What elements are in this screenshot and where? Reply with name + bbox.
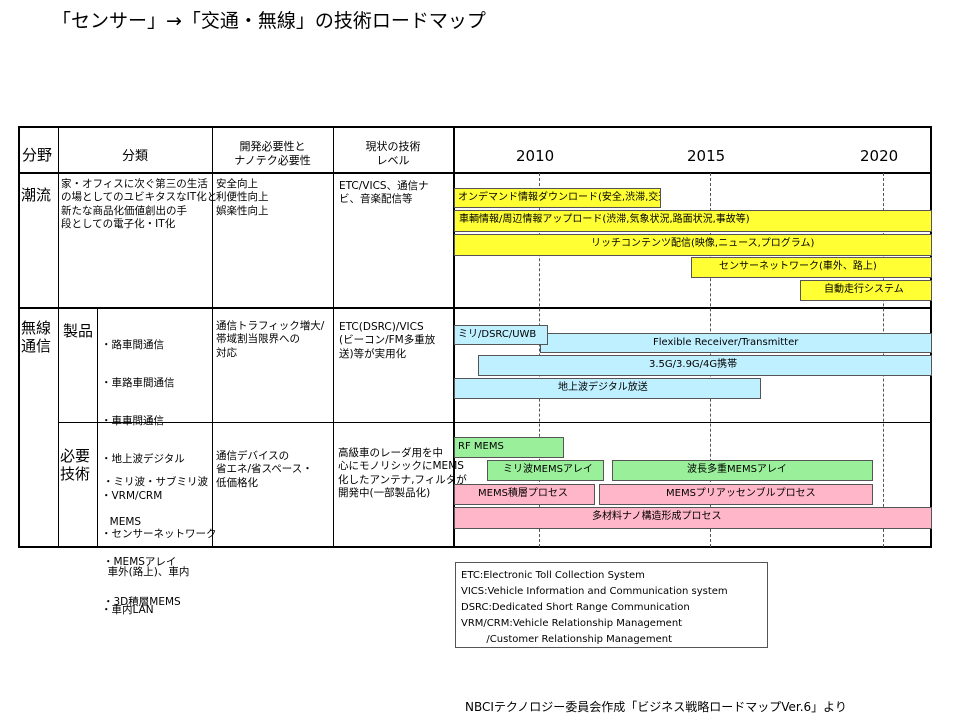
bar-milli-mems-array: ミリ波MEMSアレイ [487, 460, 604, 481]
bar-mems-preassembly-process: MEMSプリアッセンブルプロセス [599, 484, 873, 505]
bar-multi-material-nano: 多材料ナノ構造形成プロセス [454, 507, 932, 529]
products-label: 製品 [63, 322, 94, 340]
trend-category: 家・オフィスに次ぐ第三の生活 の場としてのユビキタスなIT化と 新たな商品化価値… [61, 178, 218, 231]
bar-mems-stack-process: MEMS積層プロセス [454, 484, 595, 505]
bar-milli-dsrc-uwb: ミリ/DSRC/UWB [454, 325, 548, 345]
tech-need: 通信デバイスの 省エネ/省スペース・ 低価格化 [216, 450, 313, 489]
subsection-divider-right [454, 422, 932, 423]
bar-vehicle-info-upload: 車輌情報/周辺情報アップロード(渋滞,気象状況,路面状況,事故等) [454, 210, 932, 232]
products-items: ・路車間通信 ・車路車間通信 ・車車間通信 ・地上波デジタル ・VRM/CRM … [101, 339, 217, 616]
header-field: 分野 [22, 146, 53, 164]
bar-rich-content: リッチコンテンツ配信(映像,ニュース,プログラム) [454, 234, 932, 256]
products-need: 通信トラフィック増大/ 帯域割当限界への 対応 [216, 320, 325, 359]
bar-on-demand-download: オンデマンド情報ダウンロード(安全,渋滞,交通イベント,地域情報) [454, 188, 661, 208]
header-need: 開発必要性と ナノテク必要性 [234, 140, 311, 167]
col-divider-need [333, 126, 334, 548]
year-label-2020: 2020 [860, 147, 899, 165]
col-divider-field [58, 126, 59, 548]
col-divider-sub [97, 307, 98, 548]
header-divider [18, 172, 932, 174]
tech-label: 必要 技術 [60, 447, 91, 483]
wireless-field-label: 無線 通信 [21, 319, 52, 355]
abbreviation-legend: ETC:Electronic Toll Collection System VI… [455, 562, 768, 648]
trend-field-label: 潮流 [21, 186, 52, 204]
year-label-2015: 2015 [687, 147, 726, 165]
section-divider [18, 307, 932, 309]
products-current: ETC(DSRC)/VICS (ビーコン/FM多重放 送)等が実用化 [339, 321, 436, 360]
tech-current: 高級車のレーダ用を中 心にモノリシックにMEMS 化したアンテナ,フィルタが 開… [338, 447, 467, 500]
bar-auto-driving: 自動走行システム [800, 280, 932, 301]
header-current: 現状の技術 レベル [365, 140, 421, 167]
bar-terrestrial-digital: 地上波デジタル放送 [454, 378, 761, 399]
col-divider-category [212, 126, 213, 548]
year-label-2010: 2010 [516, 147, 555, 165]
page-title: 「センサー」→「交通・無線」の技術ロードマップ [52, 10, 486, 32]
bar-rf-mems: RF MEMS [454, 437, 564, 458]
trend-need: 安全向上 利便性向上 娯楽性向上 [216, 178, 269, 217]
bar-sensor-network: センサーネットワーク(車外、路上) [691, 257, 932, 278]
bar-flexible-transceiver: Flexible Receiver/Transmitter [540, 333, 932, 353]
subsection-divider-left [58, 422, 454, 423]
tech-items: ・ミリ波・サブミリ波 MEMS ・MEMSアレイ ・3D積層MEMS [103, 475, 208, 609]
source-note: NBCIテクノロジー委員会作成「ビジネス戦略ロードマップVer.6」より [465, 700, 847, 714]
bar-mobile-4g: 3.5G/3.9G/4G携帯 [478, 355, 932, 376]
trend-current: ETC/VICS、通信ナ ビ、音楽配信等 [339, 180, 429, 206]
header-category: 分類 [121, 149, 148, 164]
bar-wavelength-mems-array: 波長多重MEMSアレイ [612, 460, 873, 481]
